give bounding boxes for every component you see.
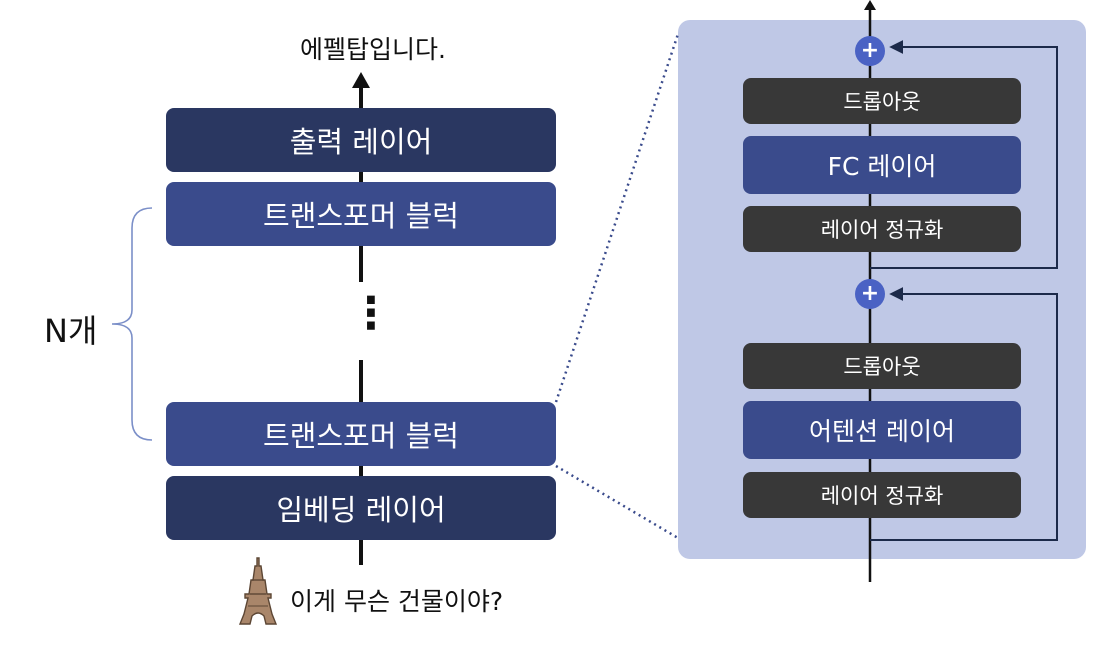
transformer-block-bottom: 트랜스포머 블럭 xyxy=(166,402,556,466)
trunk-arrow-icon xyxy=(352,72,370,88)
zoom-connector-bottom xyxy=(555,464,679,540)
upper-layer-norm-box: 레이어 정규화 xyxy=(743,206,1021,252)
attention-layer-box: 어텐션 레이어 xyxy=(743,401,1021,459)
upper-add-icon: + xyxy=(855,36,885,66)
zoom-connector-top xyxy=(554,33,680,403)
bracket-icon xyxy=(111,207,153,441)
upper-dropout-box: 드롭아웃 xyxy=(743,78,1021,124)
fc-layer-box: FC 레이어 xyxy=(743,136,1021,194)
transformer-block-top: 트랜스포머 블럭 xyxy=(166,182,556,246)
output-text: 에펠탑입니다. xyxy=(300,35,446,64)
embedding-layer-box: 임베딩 레이어 xyxy=(166,476,556,540)
detail-arrow-icon xyxy=(864,0,876,10)
upper-residual-line xyxy=(870,40,1058,269)
lower-dropout-box: 드롭아웃 xyxy=(743,343,1021,389)
eiffel-tower-icon xyxy=(238,557,278,625)
repeat-count-label: N개 xyxy=(44,312,98,350)
trunk-gap xyxy=(355,282,367,360)
lower-layer-norm-box: 레이어 정규화 xyxy=(743,472,1021,518)
ellipsis-indicator: ⋮ xyxy=(349,288,393,339)
lower-residual-line xyxy=(870,287,1058,541)
lower-add-icon: + xyxy=(855,279,885,309)
input-text: 이게 무슨 건물이야? xyxy=(290,587,504,616)
output-layer-box: 출력 레이어 xyxy=(166,108,556,172)
